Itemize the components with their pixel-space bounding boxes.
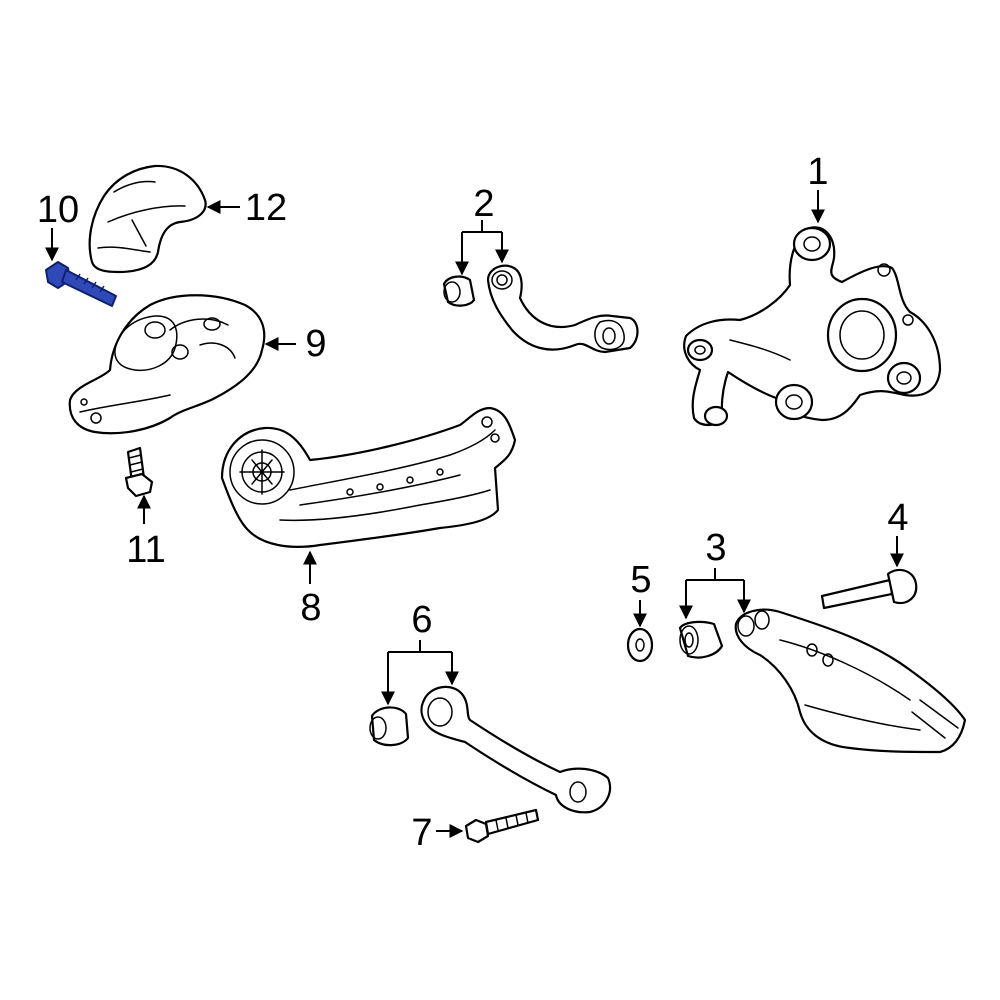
part-11-bolt[interactable] <box>124 446 154 498</box>
callout-9: 9 <box>305 323 326 365</box>
callout-3: 3 <box>705 527 726 569</box>
part-6-link[interactable] <box>420 685 612 814</box>
part-7-bolt[interactable] <box>464 808 540 844</box>
callout-12: 12 <box>245 187 287 229</box>
part-10-bolt[interactable] <box>45 261 117 307</box>
leader-lines <box>45 190 904 838</box>
part-3-bushing[interactable] <box>678 620 724 659</box>
callout-5: 5 <box>630 559 651 601</box>
part-9-mount[interactable] <box>68 294 266 435</box>
callout-11: 11 <box>126 529 165 571</box>
callout-2: 2 <box>473 183 494 225</box>
callout-8: 8 <box>300 587 321 629</box>
part-2-upper-arm[interactable] <box>486 264 639 354</box>
part-2-bushing[interactable] <box>442 275 476 307</box>
callout-1: 1 <box>807 151 828 193</box>
part-6-bushing[interactable] <box>369 706 410 747</box>
part-8-trailing-arm[interactable] <box>220 406 517 548</box>
callout-4: 4 <box>887 497 908 539</box>
callout-10: 10 <box>37 189 79 231</box>
part-4-bolt[interactable] <box>820 568 918 610</box>
callout-labels: 1 2 3 4 5 6 7 8 9 10 11 12 <box>37 151 909 854</box>
callout-7: 7 <box>411 812 432 854</box>
part-3-lower-arm[interactable] <box>734 608 967 754</box>
part-1-knuckle[interactable] <box>683 226 942 427</box>
callout-6: 6 <box>411 599 432 641</box>
part-5-washer[interactable] <box>626 627 654 663</box>
part-12-cover[interactable] <box>88 164 207 274</box>
